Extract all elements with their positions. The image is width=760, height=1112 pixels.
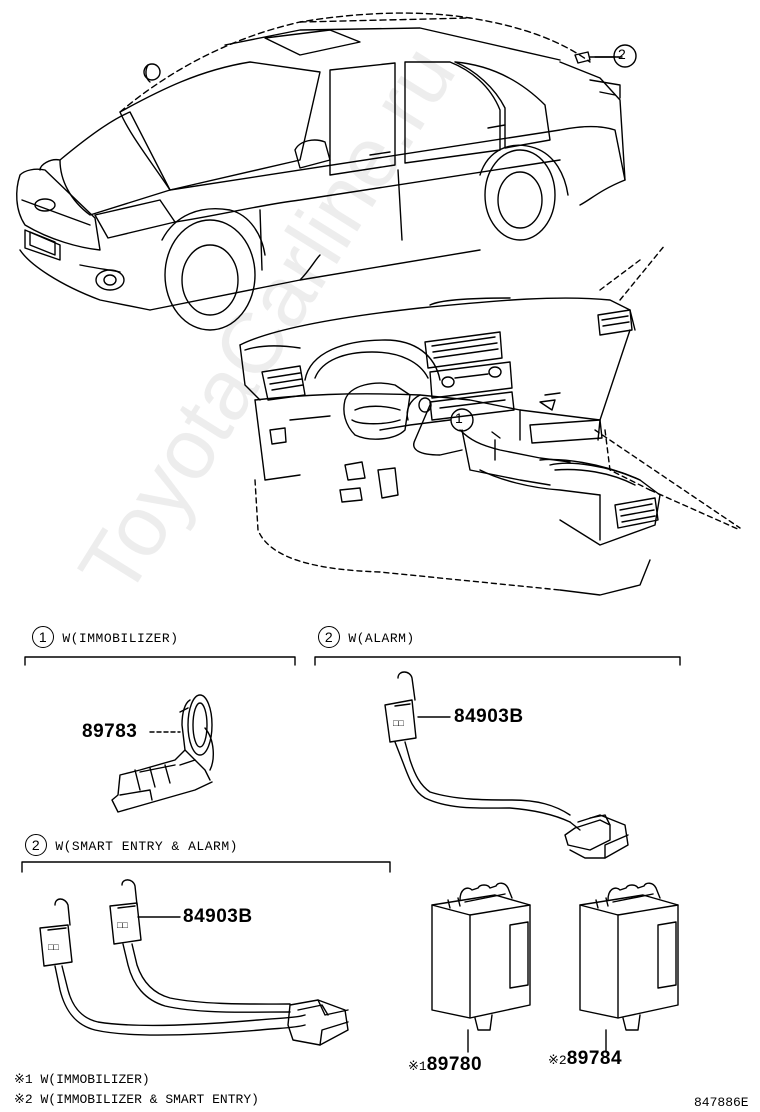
- part-84903b-smart-drawing: □□ □□: [39, 879, 349, 1046]
- bracket-immobilizer: [24, 656, 296, 666]
- bracket-alarm: [314, 656, 681, 666]
- section-immobilizer-header: 1 W(IMMOBILIZER): [32, 626, 179, 648]
- part-89784-label[interactable]: ※289784: [548, 1048, 622, 1070]
- section-smart-entry-header: 2 W(SMART ENTRY & ALARM): [25, 834, 238, 856]
- part-number-89784[interactable]: 89784: [566, 1048, 623, 1069]
- part-number-84903b-alarm[interactable]: 84903B: [454, 706, 524, 727]
- part-number-89783[interactable]: 89783: [82, 721, 138, 742]
- section-alarm-header: 2 W(ALARM): [318, 626, 415, 648]
- note-mark-1: ※1: [408, 1059, 427, 1074]
- dashboard-illustration: [239, 244, 741, 596]
- footnote-2: ※2 W(IMMOBILIZER & SMART ENTRY): [14, 1092, 259, 1107]
- part-84903b-alarm-drawing: □□: [384, 671, 629, 859]
- section-title: W(SMART ENTRY & ALARM): [55, 839, 238, 854]
- callout-circle-1: [450, 408, 474, 432]
- part-89780-drawing: [431, 882, 531, 1031]
- part-89784-drawing: [579, 882, 679, 1031]
- part-number-89780[interactable]: 89780: [426, 1054, 483, 1075]
- section-number-badge: 2: [25, 834, 47, 856]
- section-title: W(IMMOBILIZER): [62, 631, 179, 646]
- note-mark-2: ※2: [548, 1053, 567, 1068]
- section-title: W(ALARM): [348, 631, 415, 646]
- drawing-code: 847886E: [694, 1095, 749, 1110]
- callout-2-label: 2: [618, 46, 626, 62]
- bracket-smart-entry: [21, 861, 391, 873]
- part-89780-label[interactable]: ※189780: [408, 1054, 482, 1076]
- callout-circle-2: [613, 44, 637, 68]
- svg-text:□□: □□: [48, 942, 59, 952]
- svg-text:□□: □□: [393, 718, 404, 728]
- callout-1-label: 1: [455, 410, 463, 426]
- section-number-badge: 2: [318, 626, 340, 648]
- part-number-84903b-smart[interactable]: 84903B: [183, 906, 253, 927]
- callout-leader-1: [379, 419, 451, 431]
- car-illustration: [16, 12, 626, 331]
- footnote-1: ※1 W(IMMOBILIZER): [14, 1072, 150, 1087]
- section-number-badge: 1: [32, 626, 54, 648]
- part-89783-drawing: [111, 694, 214, 813]
- svg-text:□□: □□: [117, 920, 128, 930]
